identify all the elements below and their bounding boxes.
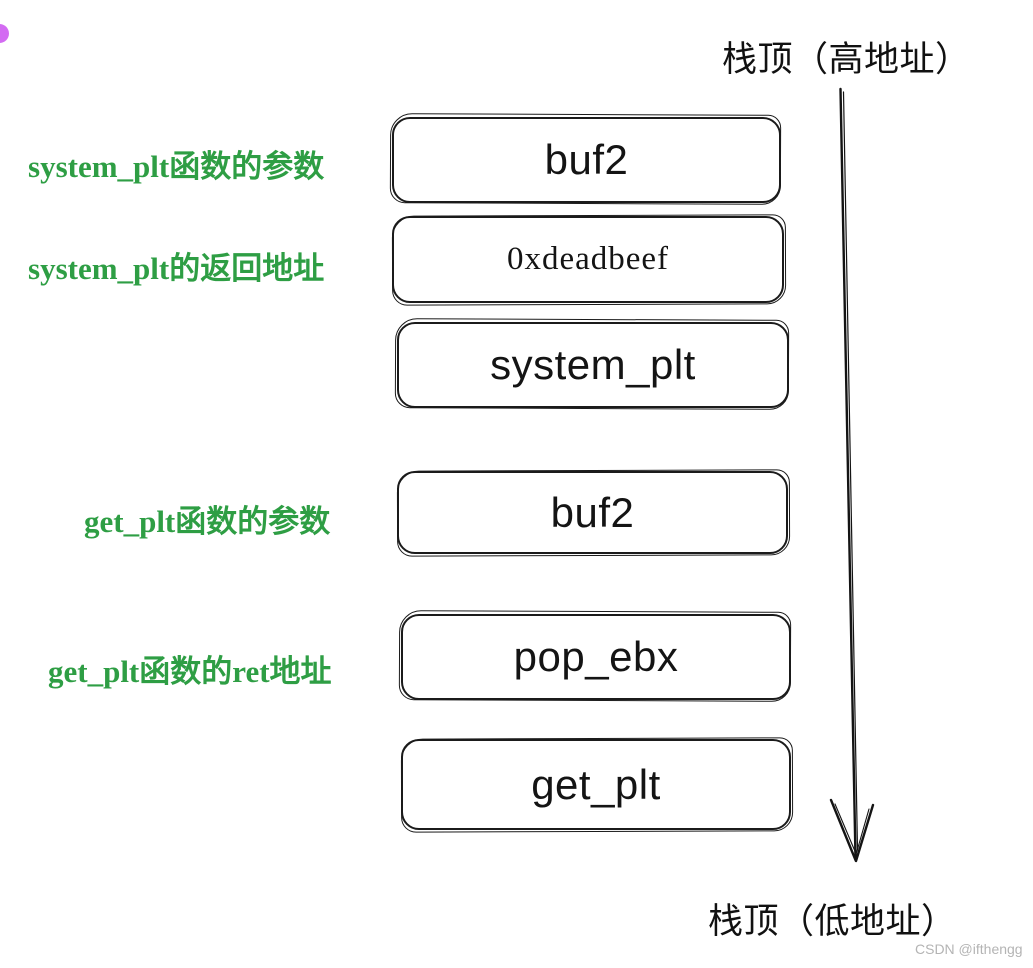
stack-box-label: buf2 <box>544 136 629 183</box>
purple-dot <box>0 24 9 43</box>
stack-box-label: get_plt <box>531 760 661 808</box>
csdn-watermark: CSDN @ifthengg <box>915 941 1023 957</box>
stack-box-label: 0xdeadbeef <box>506 241 670 277</box>
stack-box-get-plt: get_plt <box>401 739 791 830</box>
stack-box-pop-ebx: pop_ebx <box>401 614 791 700</box>
annotation-system-plt-return-address: system_plt的返回地址 <box>28 251 325 286</box>
stack-box-label: pop_ebx <box>513 633 679 680</box>
stack-box-buf2-top: buf2 <box>392 117 781 203</box>
stack-box-0xdeadbeef: 0xdeadbeef <box>392 216 784 303</box>
annotation-get-plt-ret-address: get_plt函数的ret地址 <box>48 654 332 689</box>
stack-box-label: system_plt <box>490 341 696 388</box>
annotation-get-plt-arg: get_plt函数的参数 <box>84 504 331 539</box>
stack-box-system-plt: system_plt <box>397 322 789 408</box>
stack-top-low-address-label: 栈顶（低地址） <box>708 902 957 941</box>
stack-box-label: buf2 <box>550 488 635 536</box>
stack-top-high-address-label: 栈顶（高地址） <box>722 40 971 79</box>
stack-box-buf2-bottom: buf2 <box>397 471 788 554</box>
annotation-system-plt-arg: system_plt函数的参数 <box>28 149 325 184</box>
